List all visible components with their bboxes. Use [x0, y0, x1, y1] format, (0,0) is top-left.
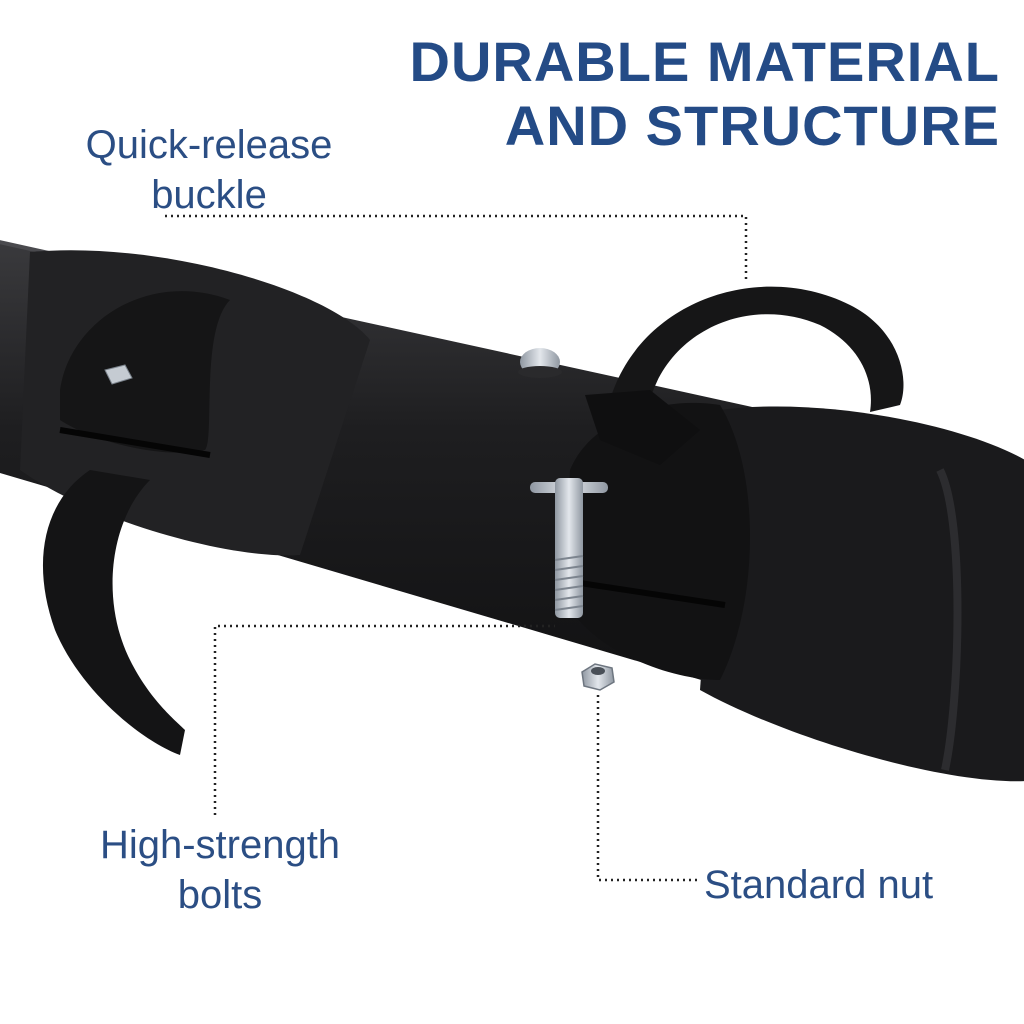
pipe-stud — [518, 348, 562, 378]
left-clamp-seam — [59, 427, 211, 458]
left-clamp-nut — [104, 364, 133, 385]
standard-nut — [581, 663, 615, 691]
buckle-leader-line — [165, 214, 748, 282]
bolts-leader-line — [213, 624, 555, 815]
left-handle — [42, 470, 186, 755]
nut-leader-line — [596, 695, 698, 882]
bolts-label-line-2: bolts — [177, 873, 263, 917]
high-strength-bolts-label: High-strength bolts — [70, 820, 370, 920]
bolts-label-line-1: High-strength — [99, 823, 341, 867]
left-clamp — [60, 291, 230, 453]
right-handle — [610, 286, 904, 412]
standard-nut-label: Standard nut — [704, 860, 994, 910]
buckle-label-line-2: buckle — [151, 173, 267, 217]
headline: DURABLE MATERIAL AND STRUCTURE — [410, 30, 1000, 158]
right-sleeve — [700, 406, 1024, 782]
nut-label-text: Standard nut — [704, 863, 934, 907]
right-clamp-seam — [559, 577, 726, 608]
right-handle-hinge — [585, 390, 700, 465]
bolt — [530, 478, 608, 618]
headline-line-2: AND STRUCTURE — [504, 94, 1000, 157]
right-clamp — [565, 402, 750, 680]
buckle-label-line-1: Quick-release — [85, 123, 333, 167]
headline-line-1: DURABLE MATERIAL — [409, 30, 1000, 93]
quick-release-buckle-label: Quick-release buckle — [64, 120, 354, 220]
